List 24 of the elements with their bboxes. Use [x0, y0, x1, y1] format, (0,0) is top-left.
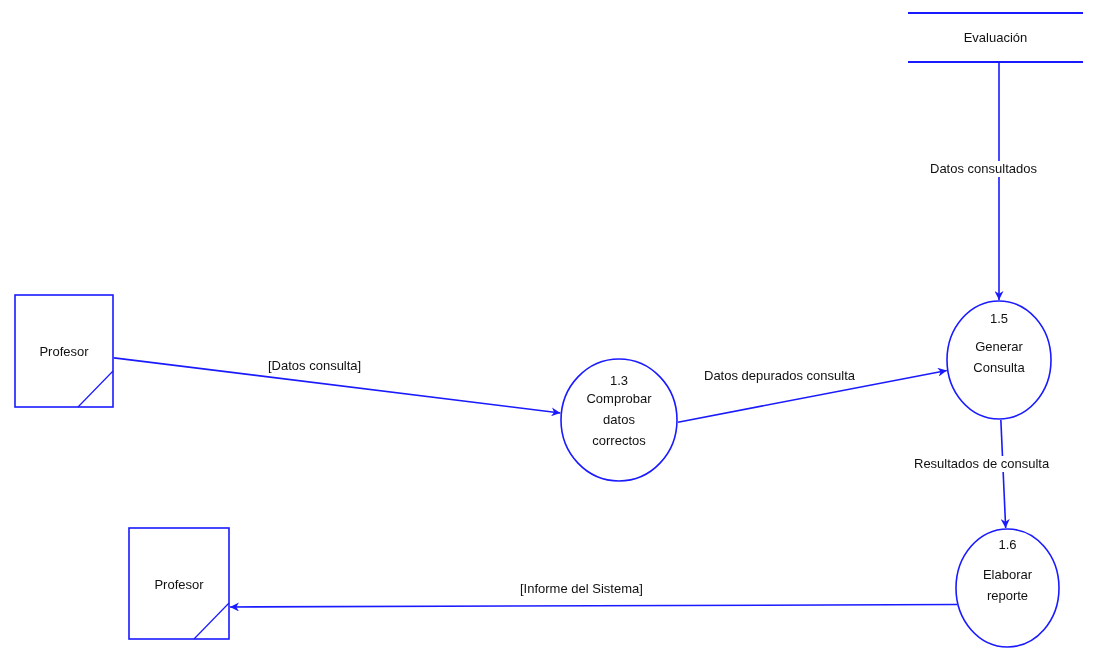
process-circle — [560, 358, 678, 482]
process-number: 1.3 — [608, 372, 630, 390]
node-label: Elaborar reporte — [981, 566, 1034, 605]
node-label: Profesor — [153, 576, 205, 594]
process-number: 1.5 — [988, 310, 1010, 328]
node-label: Profesor — [38, 343, 90, 361]
process-number: 1.6 — [997, 536, 1018, 554]
external-entity-box — [14, 294, 114, 408]
edge-label: Resultados de consulta — [912, 456, 1052, 472]
data-flow-arrow — [229, 602, 958, 612]
data-flow-arrow — [113, 357, 562, 417]
process-circle — [946, 300, 1052, 420]
data-flow-arrow — [994, 62, 1004, 301]
edge-label: [Informe del Sistema] — [518, 581, 645, 597]
edge-label: [Datos consulta] — [266, 358, 364, 374]
external-entity-box — [128, 527, 230, 640]
data-flow-arrow — [677, 367, 948, 423]
process-circle — [955, 528, 1060, 648]
data-store — [908, 12, 1083, 63]
node-label: Evaluación — [962, 29, 1029, 47]
node-label: Generar Consulta — [972, 338, 1026, 377]
edge-label: Datos depurados consulta — [702, 368, 858, 384]
node-label: Comprobar datos correctos — [585, 390, 653, 450]
edge-label: Datos consultados — [928, 161, 1039, 177]
